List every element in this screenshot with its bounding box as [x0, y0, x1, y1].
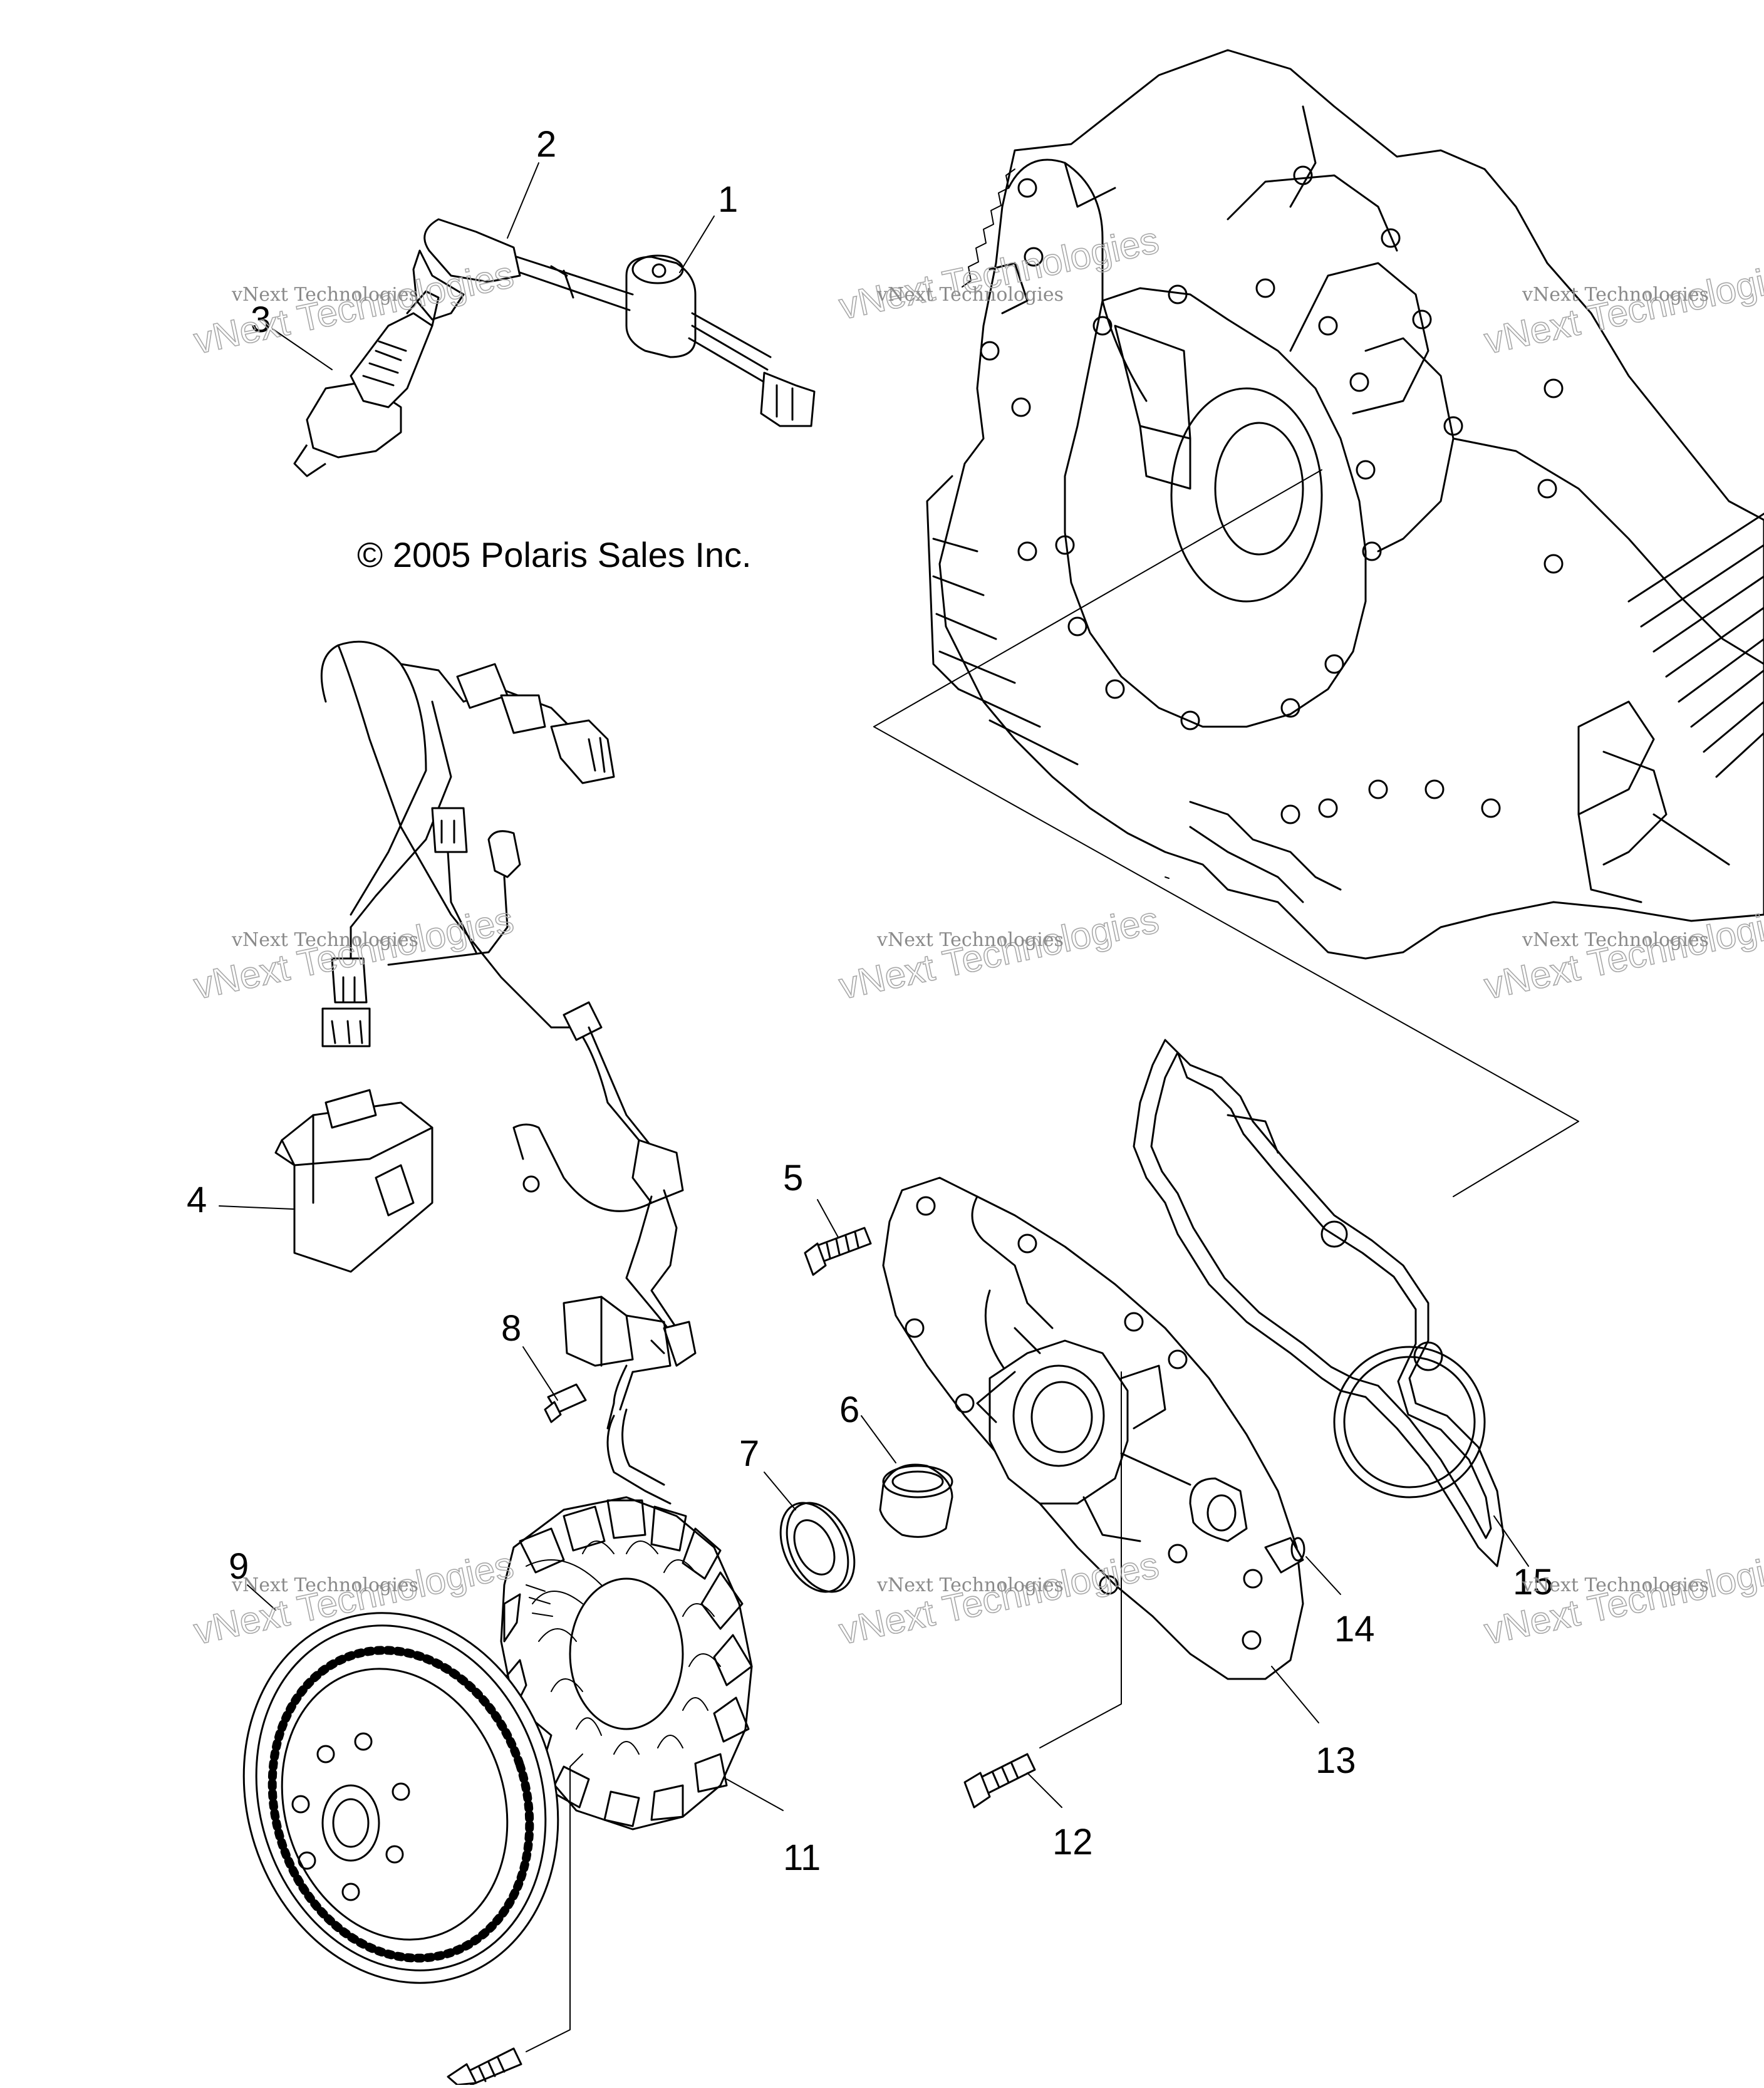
- callout-14: 14: [1334, 1609, 1375, 1649]
- svg-text:vNext Technologies: vNext Technologies: [1522, 1574, 1709, 1596]
- svg-text:vNext Technologies: vNext Technologies: [231, 284, 418, 306]
- ignition-coil: [625, 254, 816, 427]
- svg-text:vNext Technologies: vNext Technologies: [1522, 929, 1709, 951]
- callout-2: 2: [536, 124, 556, 165]
- watermark: vNext Technologies vNext Technologies: [190, 252, 517, 362]
- callout-9: 9: [229, 1546, 249, 1587]
- watermark: vNext Technologies vNext Technologies: [835, 1543, 1163, 1653]
- copyright-text: © 2005 Polaris Sales Inc.: [357, 535, 752, 574]
- callout-12: 12: [1052, 1822, 1093, 1862]
- svg-text:vNext Technologies: vNext Technologies: [190, 253, 517, 361]
- bolt-5: [804, 1227, 872, 1276]
- svg-text:vNext Technologies: vNext Technologies: [231, 929, 418, 951]
- callout-8: 8: [501, 1308, 521, 1349]
- spark-plug: [293, 290, 440, 477]
- leader-lines: [219, 162, 1529, 1811]
- callout-5: 5: [783, 1158, 803, 1198]
- oil-seal-7: [779, 1502, 856, 1593]
- stator-cover: [882, 1176, 1304, 1748]
- svg-text:vNext Technologies: vNext Technologies: [876, 1574, 1064, 1596]
- callout-labels: 1 2 3 4 5 6 7 8 9 11 12 13 14 15: [187, 124, 1554, 1878]
- svg-text:vNext Technologies: vNext Technologies: [1481, 898, 1764, 1007]
- bolt-12: [963, 1753, 1036, 1809]
- voltage-regulator: [563, 1296, 672, 1373]
- callout-1: 1: [718, 179, 738, 220]
- bushing-6: [879, 1463, 953, 1538]
- spark-plug-cap: [412, 218, 634, 321]
- svg-text:vNext Technologies: vNext Technologies: [876, 284, 1064, 306]
- stator: [500, 1496, 753, 1831]
- callout-6: 6: [839, 1389, 859, 1430]
- flywheel-bolt: [447, 1753, 583, 2086]
- watermark: vNext Technologies vNext Technologies: [835, 898, 1163, 1007]
- callout-13: 13: [1315, 1740, 1356, 1781]
- svg-text:vNext Technologies: vNext Technologies: [836, 898, 1163, 1007]
- callout-3: 3: [251, 299, 271, 340]
- callout-11: 11: [783, 1837, 821, 1878]
- watermark: vNext Technologies vNext Technologies: [1480, 898, 1764, 1007]
- flywheel: [242, 1612, 559, 1984]
- dowel-pin-14: [1264, 1537, 1305, 1574]
- svg-text:vNext Technologies: vNext Technologies: [231, 1574, 418, 1596]
- wiring-harness: [320, 640, 697, 1505]
- crankcase: [873, 49, 1764, 1197]
- screw-8: [544, 1383, 587, 1423]
- callout-4: 4: [187, 1180, 207, 1220]
- gasket: [1133, 1039, 1505, 1567]
- callout-15: 15: [1513, 1562, 1554, 1602]
- svg-text:vNext Technologies: vNext Technologies: [836, 1544, 1163, 1652]
- cdi-module: [274, 1089, 433, 1273]
- callout-7: 7: [739, 1433, 759, 1474]
- svg-text:vNext Technologies: vNext Technologies: [876, 929, 1064, 951]
- svg-text:vNext Technologies: vNext Technologies: [1522, 284, 1709, 306]
